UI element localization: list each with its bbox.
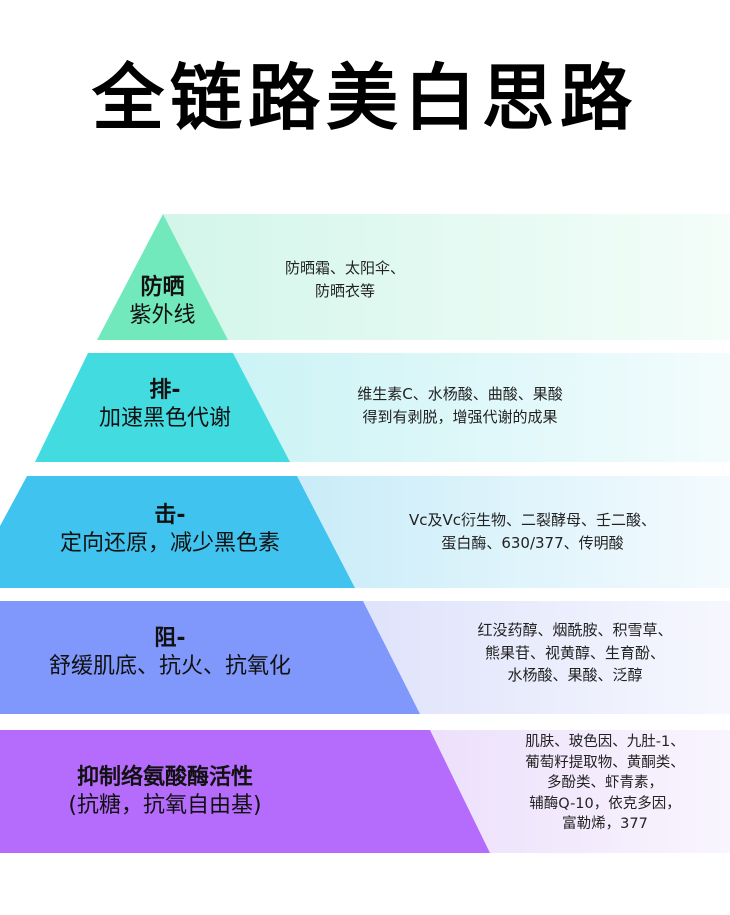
level-5-subheading: (抗糖，抗氧自由基) — [68, 792, 262, 818]
level-5-details: 肌肤、玻色因、九肚-1、 葡萄籽提取物、黄酮类、 多酚类、虾青素， 辅酶Q-10… — [485, 732, 725, 835]
level-2-heading: 排- — [149, 378, 181, 403]
detail-line: 葡萄籽提取物、黄酮类、 — [525, 754, 685, 771]
level-5-heading: 抑制络氨酸酶活性 — [76, 765, 253, 790]
detail-line: 蛋白酶、630/377、传明酸 — [441, 533, 624, 552]
level-5-label: 抑制络氨酸酶活性 (抗糖，抗氧自由基) — [0, 764, 330, 819]
level-2-background — [35, 353, 730, 462]
level-3-background — [0, 476, 730, 588]
level-1-label: 防晒 紫外线 — [97, 274, 228, 329]
level-2-details: 维生素C、水杨酸、曲酸、果酸 得到有剥脱，增强代谢的成果 — [300, 383, 620, 428]
pyramid-level-strike: 击- 定向还原，减少黑色素 Vc及Vc衍生物、二裂酵母、壬二酸、 蛋白酶、630… — [0, 476, 730, 588]
pyramid-level-block: 阻- 舒缓肌底、抗火、抗氧化 红没药醇、烟酰胺、积雪草、 熊果苷、视黄醇、生育酚… — [0, 601, 730, 714]
detail-line: 多酚类、虾青素， — [547, 775, 663, 792]
pyramid-level-inhibit: 抑制络氨酸酶活性 (抗糖，抗氧自由基) 肌肤、玻色因、九肚-1、 葡萄籽提取物、… — [0, 730, 730, 853]
level-4-heading: 阻- — [154, 626, 186, 651]
level-1-background — [97, 214, 730, 340]
detail-line: 富勒烯，377 — [562, 816, 648, 833]
level-3-label: 击- 定向还原，减少黑色素 — [10, 502, 330, 557]
level-4-details: 红没药醇、烟酰胺、积雪草、 熊果苷、视黄醇、生育酚、 水杨酸、果酸、泛醇 — [425, 619, 725, 687]
level-3-details: Vc及Vc衍生物、二裂酵母、壬二酸、 蛋白酶、630/377、传明酸 — [360, 509, 705, 554]
level-3-subheading: 定向还原，减少黑色素 — [59, 530, 280, 556]
detail-line: 防晒衣等 — [314, 281, 375, 300]
level-4-background — [0, 601, 730, 714]
level-5-background — [0, 730, 730, 853]
detail-line: 防晒霜、太阳伞、 — [284, 259, 405, 277]
level-4-subheading: 舒缓肌底、抗火、抗氧化 — [48, 653, 291, 679]
pyramid-level-excrete: 排- 加速黑色代谢 维生素C、水杨酸、曲酸、果酸 得到有剥脱，增强代谢的成果 — [0, 353, 730, 462]
detail-line: 维生素C、水杨酸、曲酸、果酸 — [357, 385, 563, 403]
detail-line: 得到有剥脱，增强代谢的成果 — [362, 407, 558, 426]
level-2-label: 排- 加速黑色代谢 — [50, 377, 280, 432]
detail-line: Vc及Vc衍生物、二裂酵母、壬二酸、 — [408, 511, 657, 529]
level-4-label: 阻- 舒缓肌底、抗火、抗氧化 — [0, 625, 340, 680]
detail-line: 红没药醇、烟酰胺、积雪草、 — [477, 621, 673, 639]
level-1-details: 防晒霜、太阳伞、 防晒衣等 — [220, 257, 470, 302]
level-1-subheading: 紫外线 — [129, 302, 196, 328]
level-1-heading: 防晒 — [140, 275, 185, 300]
detail-line: 熊果苷、视黄醇、生育酚、 — [484, 643, 665, 662]
page-title: 全链路美白思路 — [91, 55, 638, 140]
detail-line: 肌肤、玻色因、九肚-1、 — [525, 734, 685, 750]
level-2-subheading: 加速黑色代谢 — [98, 405, 231, 431]
level-3-heading: 击- — [154, 503, 186, 528]
detail-line: 辅酶Q-10，依克多因， — [529, 795, 681, 812]
pyramid-level-sunscreen: 防晒 紫外线 防晒霜、太阳伞、 防晒衣等 — [0, 214, 730, 340]
detail-line: 水杨酸、果酸、泛醇 — [507, 666, 643, 684]
